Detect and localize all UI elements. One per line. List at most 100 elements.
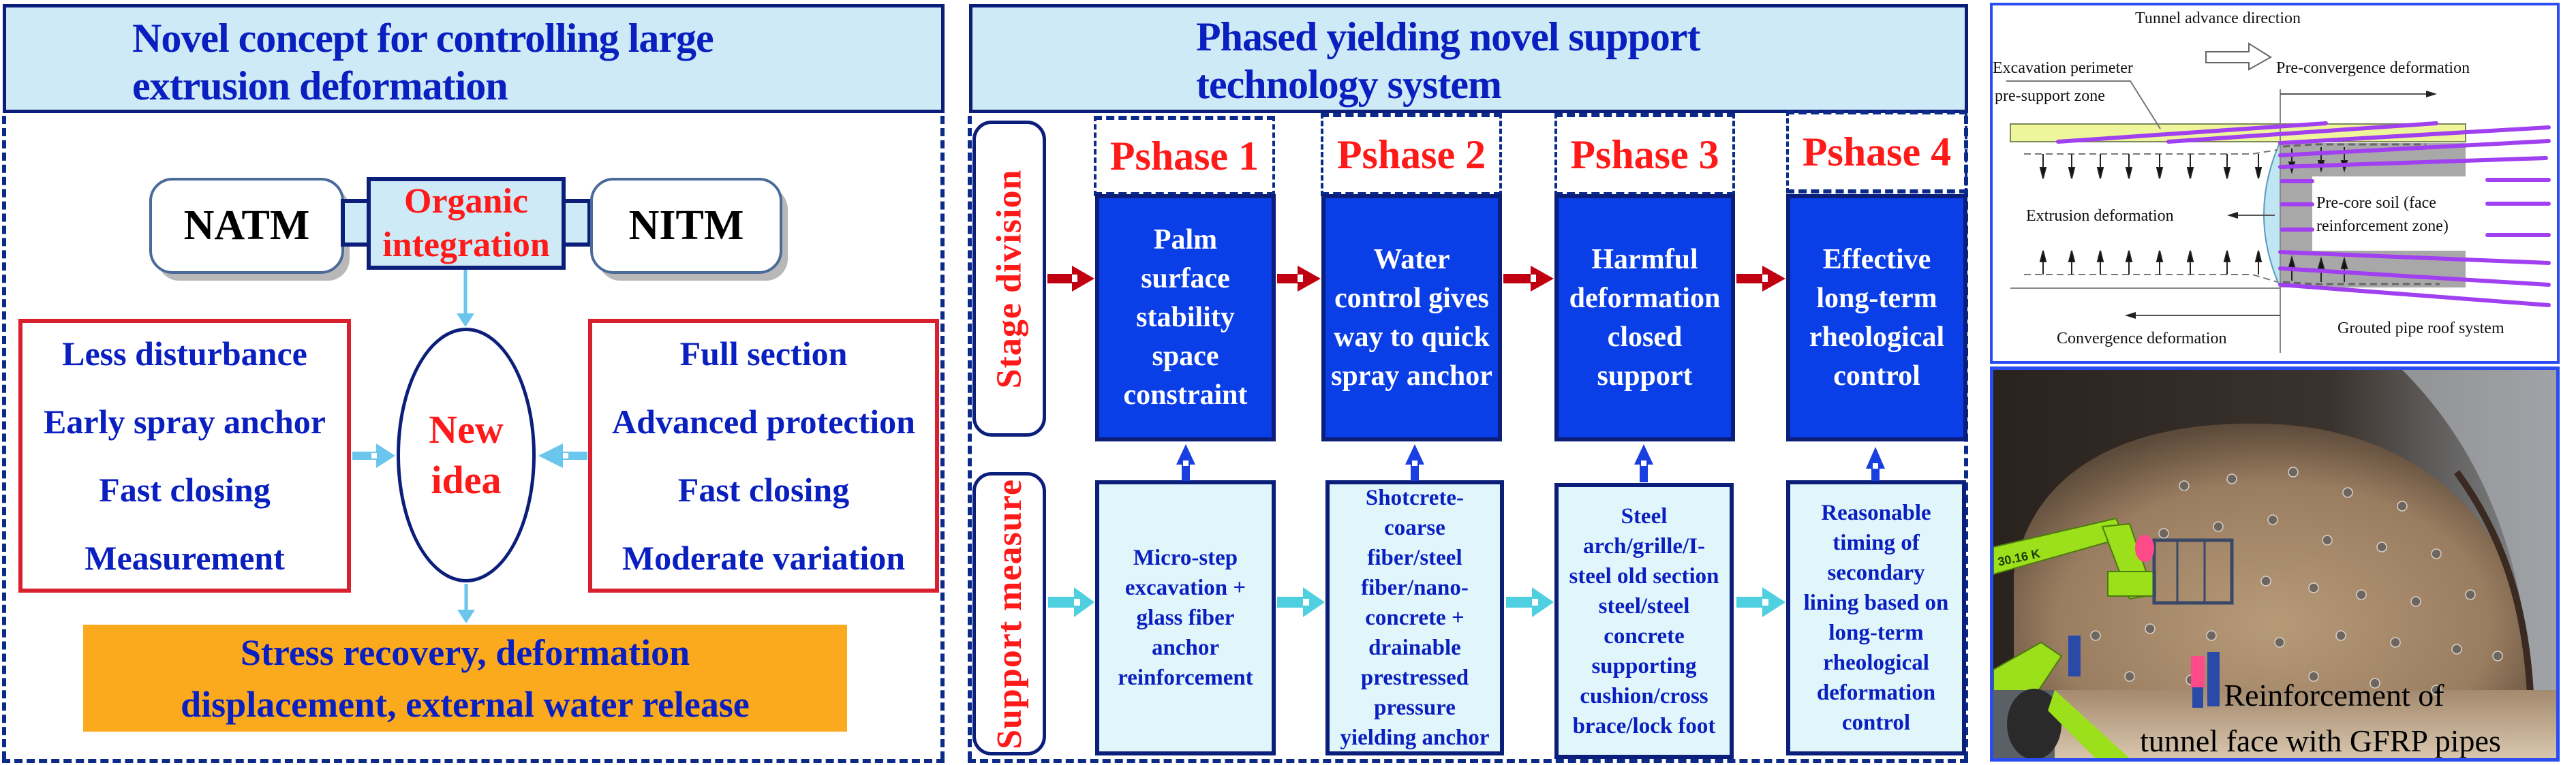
natm-feature: Early spray anchor [44,403,326,441]
pre-support-zone-label: pre-support zone [1995,87,2105,105]
crane: 30.16 K [1993,517,2234,758]
photo-caption-line-1: Reinforcement of [2224,678,2444,713]
arrow-nitm-features-to-idea [538,443,587,468]
support-text-line: concrete + [1365,606,1465,630]
advance-direction-arrow [2205,42,2272,71]
phase-2-stage-box: Water control gives way to quick spray a… [1321,194,1502,441]
middle-panel-border-bottom [968,759,1968,763]
pre-convergence-arrow [2280,91,2437,97]
stage-arrow-4 [1736,266,1785,292]
outcome-line-1: Stress recovery, deformation [240,631,690,673]
phase-4-stage-box: Effective long-term rheological control [1786,194,1967,441]
natm-feature: Measurement [85,539,285,577]
support-text-line: yielding anchor [1340,725,1490,750]
support-text-line: long-term [1828,621,1924,645]
pre-core-inner [2312,176,2466,251]
support-text-line: brace/lock foot [1572,713,1716,738]
phase-1-label: Pshase 1 [1109,133,1259,178]
support-text-line: concrete [1604,623,1685,649]
support-text-line: Reasonable [1821,501,1931,525]
support-text-line: deformation [1816,681,1936,705]
support-text-line: Micro-step [1133,546,1238,570]
stage-text-line: way to quick [1334,321,1490,353]
stage-text-line: support [1597,360,1693,392]
phase-4-header: Pshase 4 [1786,110,1967,193]
pre-core-label-line-1: Pre-core soil (face [2316,194,2436,212]
stage-text-line: Water [1373,243,1450,275]
middle-title-line-2: technology system [1196,62,1502,107]
extrusion-arrow [2227,212,2275,219]
phase-4-support-box: Reasonable timing of secondary lining ba… [1786,480,1966,755]
organic-line-1: Organic [404,182,528,221]
support-text-line: supporting [1591,653,1697,678]
stage-text-line: Harmful [1591,243,1698,275]
excavation-perimeter-label: Excavation perimeter [1993,59,2133,77]
natm-label: NATM [183,202,310,249]
nitm-box: NITM [590,178,782,274]
support-arrow-3 [1506,587,1554,617]
stage-arrow-3 [1503,266,1554,292]
up-arrow-4 [1866,447,1885,481]
left-panel-arrows [352,270,587,623]
support-text-line: reinforcement [1118,666,1253,690]
support-text-line: anchor [1152,636,1219,660]
arrow-idea-to-outcome [457,584,475,623]
nitm-feature: Full section [679,334,848,373]
tunnel-face-photo-svg: 30.16 K Reinforcement of tunnel face wit… [1993,370,2556,758]
support-text-line: fiber/steel [1367,546,1462,570]
phase-4-label: Pshase 4 [1802,129,1952,174]
support-measure-label-box: Support measure [972,472,1046,755]
left-panel-header: Novel concept for controlling large extr… [3,4,945,113]
nitm-feature: Moderate variation [622,539,906,577]
convergence-arrow [2125,312,2280,319]
stage-division-label-box: Stage division [972,121,1046,437]
support-arrow-4 [1736,587,1785,617]
left-title-line-1: Novel concept for controlling large [132,16,714,61]
stage-text-line: long-term [1816,282,1937,314]
support-text-line: rheological [1823,651,1929,675]
phase-3-support-box: Steel arch/grille/I- steel old section s… [1554,483,1734,759]
stage-arrow-1 [1047,266,1094,292]
new-idea-ellipse: New idea [397,328,536,582]
support-text-line: prestressed [1360,666,1469,690]
organic-line-2: integration [382,225,550,264]
support-text-line: excavation + [1124,576,1246,600]
left-panel-border-right [940,116,945,760]
phase-3-stage-box: Harmful deformation closed support [1554,194,1735,441]
stage-text-line: closed [1607,321,1683,353]
stage-text-line: stability [1136,302,1235,333]
up-arrow-1 [1176,444,1195,481]
nitm-feature: Fast closing [677,471,850,509]
middle-title-line-1: Phased yielding novel support [1196,14,1701,59]
support-text-line: secondary [1827,561,1925,585]
phase-1-stage-box: Palm surface stability space constraint [1095,194,1276,441]
lower-dashed-profile [2024,274,2278,283]
support-text-line: steel old section [1569,563,1719,589]
new-idea-line-2: idea [431,458,502,502]
lining-highlight [2402,370,2556,758]
convergence-up-arrows [2039,250,2348,282]
support-text-line: drainable [1368,636,1461,660]
support-arrow-2 [1277,587,1325,617]
middle-panel-border-left [968,116,972,760]
support-text-line: pressure [1374,696,1456,720]
pipe-roof-label: Grouted pipe roof system [2337,319,2504,337]
nitm-label: NITM [628,202,744,249]
natm-box: NATM [149,178,344,274]
support-text-line: Shotcrete- [1365,486,1465,510]
support-text-line: glass fiber [1136,606,1235,630]
up-arrow-3 [1634,444,1653,482]
support-text-line: steel/steel [1598,593,1690,619]
stage-arrow-2 [1277,266,1321,292]
stage-text-line: spray anchor [1331,360,1492,392]
left-panel-border-left [2,116,6,760]
new-idea-line-1: New [429,407,504,452]
stage-text-line: surface [1141,263,1230,294]
support-text-line: Steel [1621,503,1668,529]
organic-integration-box: Organic integration [367,177,566,270]
support-arrow-1 [1048,587,1094,617]
phase-1-support-box: Micro-step excavation + glass fiber anch… [1095,480,1276,755]
phase-3-label: Pshase 3 [1570,131,1719,177]
upper-dashed-profile [2024,149,2278,155]
pre-convergence-label: Pre-convergence deformation [2276,59,2470,77]
